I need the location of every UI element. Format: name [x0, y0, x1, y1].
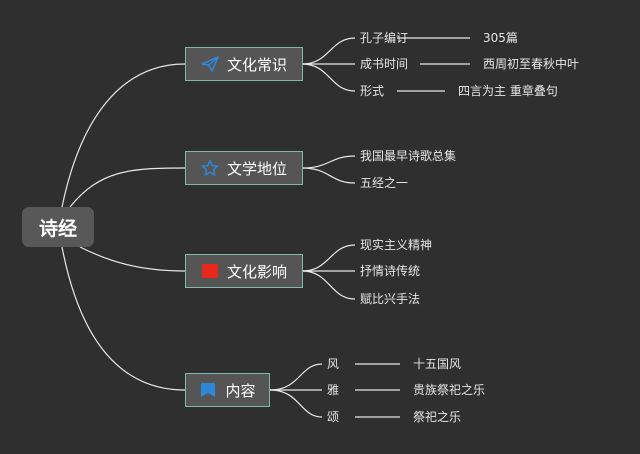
leaf-item[interactable]: 形式	[360, 84, 385, 98]
leaf-item[interactable]: 风	[327, 357, 340, 371]
star-icon	[201, 159, 219, 177]
connector-b3-item-3	[301, 270, 356, 300]
branch-label: 文学地位	[226, 159, 287, 178]
leaf-item[interactable]: 现实主义精神	[360, 238, 433, 252]
leaf-item[interactable]: 我国最早诗歌总集	[360, 149, 457, 163]
leaf-item[interactable]: 孔子编订	[360, 31, 409, 45]
branch-node-cultural-knowledge[interactable]: 文化常识	[185, 47, 303, 81]
leaf-item[interactable]: 五经之一	[360, 176, 409, 190]
leaf-item[interactable]: 颂	[327, 410, 340, 424]
branch-label: 内容	[225, 381, 256, 400]
connector-b2-item-2	[301, 167, 356, 184]
connector-b3-item-1	[301, 244, 356, 272]
connector-root-branch-1	[61, 63, 186, 208]
leaf-value[interactable]: 四言为主 重章叠句	[458, 84, 558, 98]
blue-flag-icon	[199, 381, 217, 399]
leaf-value[interactable]: 西周初至春秋中叶	[483, 57, 580, 71]
paper-plane-icon	[201, 55, 219, 73]
leaf-item[interactable]: 雅	[327, 383, 340, 397]
leaf-value[interactable]: 祭祀之乐	[413, 410, 462, 424]
connector-b2-item-1	[301, 155, 356, 169]
connector-b1-item-1	[301, 37, 356, 65]
connector-b1-item-3	[301, 63, 356, 92]
leaf-item[interactable]: 抒情诗传统	[360, 264, 421, 278]
root-label: 诗经	[38, 217, 77, 240]
connector-root-branch-4	[61, 246, 186, 391]
red-square-icon	[201, 262, 219, 280]
connector-root-branch-2	[69, 167, 186, 208]
branch-node-content[interactable]: 内容	[185, 373, 270, 407]
leaf-value[interactable]: 贵族祭祀之乐	[413, 383, 486, 397]
leaf-value[interactable]: 十五国风	[413, 357, 462, 371]
branch-node-cultural-influence[interactable]: 文化影响	[185, 254, 303, 288]
connector-b4-item-1	[269, 363, 323, 391]
leaf-item[interactable]: 成书时间	[360, 57, 409, 71]
connector-root-branch-3	[79, 246, 186, 272]
branch-label: 文化常识	[226, 55, 287, 74]
branch-node-literary-status[interactable]: 文学地位	[185, 151, 303, 185]
connector-b4-item-3	[269, 389, 323, 418]
root-node[interactable]: 诗经	[22, 207, 94, 247]
leaf-item[interactable]: 赋比兴手法	[360, 292, 421, 306]
leaf-value[interactable]: 305篇	[483, 31, 518, 45]
branch-label: 文化影响	[226, 262, 287, 281]
